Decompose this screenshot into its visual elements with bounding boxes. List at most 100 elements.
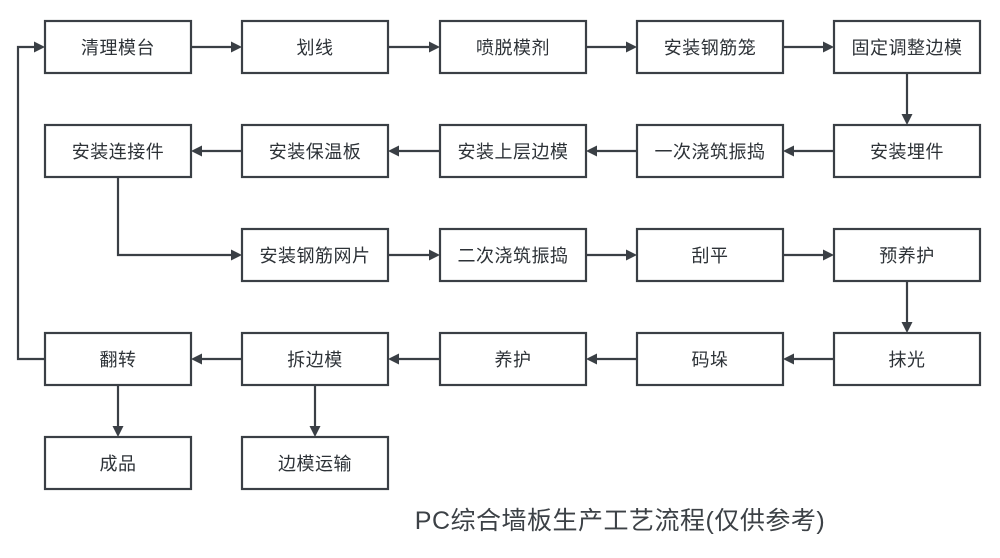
flow-node[interactable]: 二次浇筑振捣 xyxy=(438,227,588,283)
node-box[interactable] xyxy=(240,435,390,491)
flow-node[interactable]: 拆边模 xyxy=(240,331,390,387)
node-label: 刮平 xyxy=(692,246,729,266)
node-box[interactable] xyxy=(832,331,982,387)
flow-node[interactable]: 抹光 xyxy=(832,331,982,387)
arrow-head-icon xyxy=(823,41,834,53)
arrow-head-icon xyxy=(309,426,321,437)
node-label: 安装保温板 xyxy=(269,142,362,162)
flow-node[interactable]: 清理模台 xyxy=(43,19,193,75)
node-box[interactable] xyxy=(832,19,982,75)
flow-edge xyxy=(901,281,913,333)
flow-node[interactable]: 划线 xyxy=(240,19,390,75)
node-label: 预养护 xyxy=(879,246,935,266)
flow-node[interactable]: 安装钢筋笼 xyxy=(635,19,785,75)
node-box[interactable] xyxy=(832,123,982,179)
node-box[interactable] xyxy=(635,227,785,283)
node-label: 安装连接件 xyxy=(72,142,165,162)
node-label: 安装钢筋笼 xyxy=(664,38,757,58)
flow-node[interactable]: 边模运输 xyxy=(240,435,390,491)
arrow-head-icon xyxy=(783,353,794,365)
edge-line xyxy=(116,177,236,257)
edge-layer xyxy=(16,41,913,437)
arrow-head-icon xyxy=(429,41,440,53)
flow-node[interactable]: 喷脱模剂 xyxy=(438,19,588,75)
flow-edge xyxy=(783,41,834,53)
node-box[interactable] xyxy=(635,19,785,75)
node-box[interactable] xyxy=(240,19,390,75)
node-label: 养护 xyxy=(495,350,532,370)
arrow-head-icon xyxy=(429,249,440,261)
flow-node[interactable]: 安装连接件 xyxy=(43,123,193,179)
node-label: 安装钢筋网片 xyxy=(260,246,371,266)
node-layer: 清理模台划线 喷脱模剂 安装钢筋笼 固定调整边模安装埋件 一次浇筑振捣 安装上层边模 安装保… xyxy=(43,19,982,491)
node-box[interactable] xyxy=(240,331,390,387)
flow-node[interactable]: 成品 xyxy=(43,435,193,491)
flow-edge xyxy=(586,41,637,53)
node-label: 拆边模 xyxy=(287,350,343,370)
node-box[interactable] xyxy=(635,123,785,179)
flow-edge xyxy=(783,353,834,365)
arrow-head-icon xyxy=(586,353,597,365)
flow-edge xyxy=(191,145,242,157)
flow-edge xyxy=(783,145,834,157)
flow-edge xyxy=(112,385,124,437)
arrow-head-icon xyxy=(388,353,399,365)
node-box[interactable] xyxy=(43,435,193,491)
arrow-head-icon xyxy=(626,249,637,261)
node-box[interactable] xyxy=(43,19,193,75)
node-box[interactable] xyxy=(240,227,390,283)
node-label: 安装上层边模 xyxy=(458,142,569,162)
node-label: 成品 xyxy=(100,454,137,474)
flow-node[interactable]: 码垛 xyxy=(635,331,785,387)
node-label: 安装埋件 xyxy=(870,142,944,162)
arrow-head-icon xyxy=(626,41,637,53)
flow-edge xyxy=(388,249,440,261)
flow-edge xyxy=(388,41,440,53)
arrow-head-icon xyxy=(112,426,124,437)
node-box[interactable] xyxy=(438,331,588,387)
arrow-head-icon xyxy=(388,145,399,157)
node-box[interactable] xyxy=(43,331,193,387)
node-label: 二次浇筑振捣 xyxy=(458,246,569,266)
node-box[interactable] xyxy=(438,19,588,75)
flow-edge xyxy=(388,353,440,365)
flow-edge xyxy=(388,145,440,157)
arrow-head-icon xyxy=(586,145,597,157)
flow-node[interactable]: 安装埋件 xyxy=(832,123,982,179)
node-label: 喷脱模剂 xyxy=(476,38,550,58)
flow-edge xyxy=(191,353,242,365)
flow-edge xyxy=(586,353,637,365)
flow-edge xyxy=(116,177,242,261)
node-label: 一次浇筑振捣 xyxy=(655,142,766,162)
node-label: 翻转 xyxy=(100,350,137,370)
flow-node[interactable]: 刮平 xyxy=(635,227,785,283)
flow-node[interactable]: 安装上层边模 xyxy=(438,123,588,179)
flow-edge xyxy=(586,145,637,157)
flow-node[interactable]: 一次浇筑振捣 xyxy=(635,123,785,179)
flow-node[interactable]: 固定调整边模 xyxy=(832,19,982,75)
node-box[interactable] xyxy=(438,123,588,179)
arrow-head-icon xyxy=(783,145,794,157)
flow-node[interactable]: 安装钢筋网片 xyxy=(240,227,390,283)
arrow-head-icon xyxy=(823,249,834,261)
arrow-head-icon xyxy=(901,322,913,333)
flow-node[interactable]: 翻转 xyxy=(43,331,193,387)
node-label: 固定调整边模 xyxy=(852,38,963,58)
flow-edge xyxy=(309,385,321,437)
node-label: 码垛 xyxy=(692,350,729,370)
arrow-head-icon xyxy=(191,145,202,157)
node-box[interactable] xyxy=(438,227,588,283)
node-label: 边模运输 xyxy=(278,454,352,474)
arrow-head-icon xyxy=(34,41,45,53)
flow-node[interactable]: 预养护 xyxy=(832,227,982,283)
node-box[interactable] xyxy=(635,331,785,387)
node-box[interactable] xyxy=(240,123,390,179)
flow-edge xyxy=(586,249,637,261)
flow-node[interactable]: 养护 xyxy=(438,331,588,387)
flow-edge xyxy=(783,249,834,261)
node-box[interactable] xyxy=(832,227,982,283)
flow-node[interactable]: 安装保温板 xyxy=(240,123,390,179)
node-box[interactable] xyxy=(43,123,193,179)
